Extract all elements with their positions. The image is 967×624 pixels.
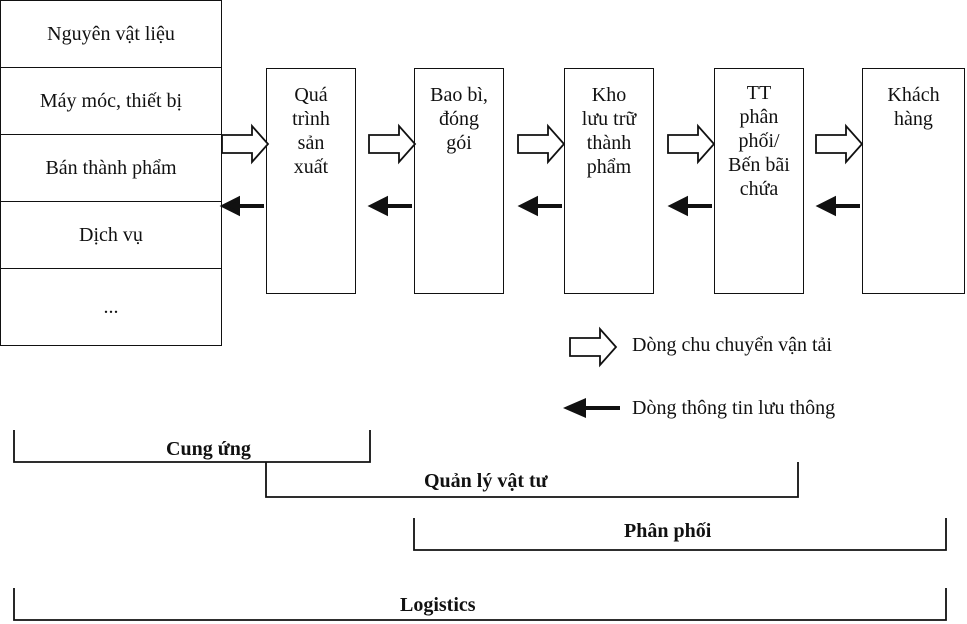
- stage-label: Kho lưu trữ thành phẩm: [581, 84, 637, 178]
- input-label: Dịch vụ: [79, 223, 143, 246]
- legend-transport-label: Dòng chu chuyển vận tải: [632, 334, 832, 356]
- transport-arrow-icon: [368, 125, 416, 163]
- input-more: ...: [0, 268, 222, 346]
- stage-distribution-center: TT phân phối/ Bến bãi chứa: [714, 68, 804, 294]
- bracket-label-materials: Quản lý vật tư: [424, 470, 548, 492]
- bracket-label-distribution: Phân phối: [624, 520, 712, 542]
- bracket-distribution: [413, 518, 947, 551]
- input-machinery: Máy móc, thiết bị: [0, 67, 222, 135]
- stage-label: Bao bì, đóng gói: [430, 84, 488, 154]
- transport-arrow-icon: [517, 125, 565, 163]
- input-label: Máy móc, thiết bị: [39, 89, 183, 112]
- input-semi-finished: Bán thành phẩm: [0, 134, 222, 202]
- legend-info-icon: [563, 397, 620, 419]
- transport-arrow-icon: [667, 125, 715, 163]
- transport-arrow-icon: [221, 125, 269, 163]
- input-raw-materials: Nguyên vật liệu: [0, 0, 222, 68]
- stage-packaging: Bao bì, đóng gói: [414, 68, 504, 294]
- legend-transport-icon: [569, 328, 617, 366]
- bracket-logistics: [13, 588, 947, 621]
- bracket-materials: [265, 462, 799, 498]
- transport-arrow-icon: [815, 125, 863, 163]
- legend-information-label: Dòng thông tin lưu thông: [632, 397, 836, 419]
- input-label: ...: [103, 295, 119, 318]
- bracket-supply: [13, 430, 371, 463]
- bracket-label-logistics: Logistics: [400, 594, 476, 616]
- stage-label: Quá trình sản xuất: [292, 84, 330, 178]
- stage-customer: Khách hàng: [862, 68, 965, 294]
- bracket-label-supply: Cung ứng: [166, 438, 251, 460]
- input-label: Bán thành phẩm: [45, 156, 177, 179]
- input-label: Nguyên vật liệu: [47, 22, 175, 45]
- stage-label: Khách hàng: [887, 84, 940, 130]
- stage-label: TT phân phối/ Bến bãi chứa: [728, 82, 790, 200]
- stage-production: Quá trình sản xuất: [266, 68, 356, 294]
- stage-warehouse: Kho lưu trữ thành phẩm: [564, 68, 654, 294]
